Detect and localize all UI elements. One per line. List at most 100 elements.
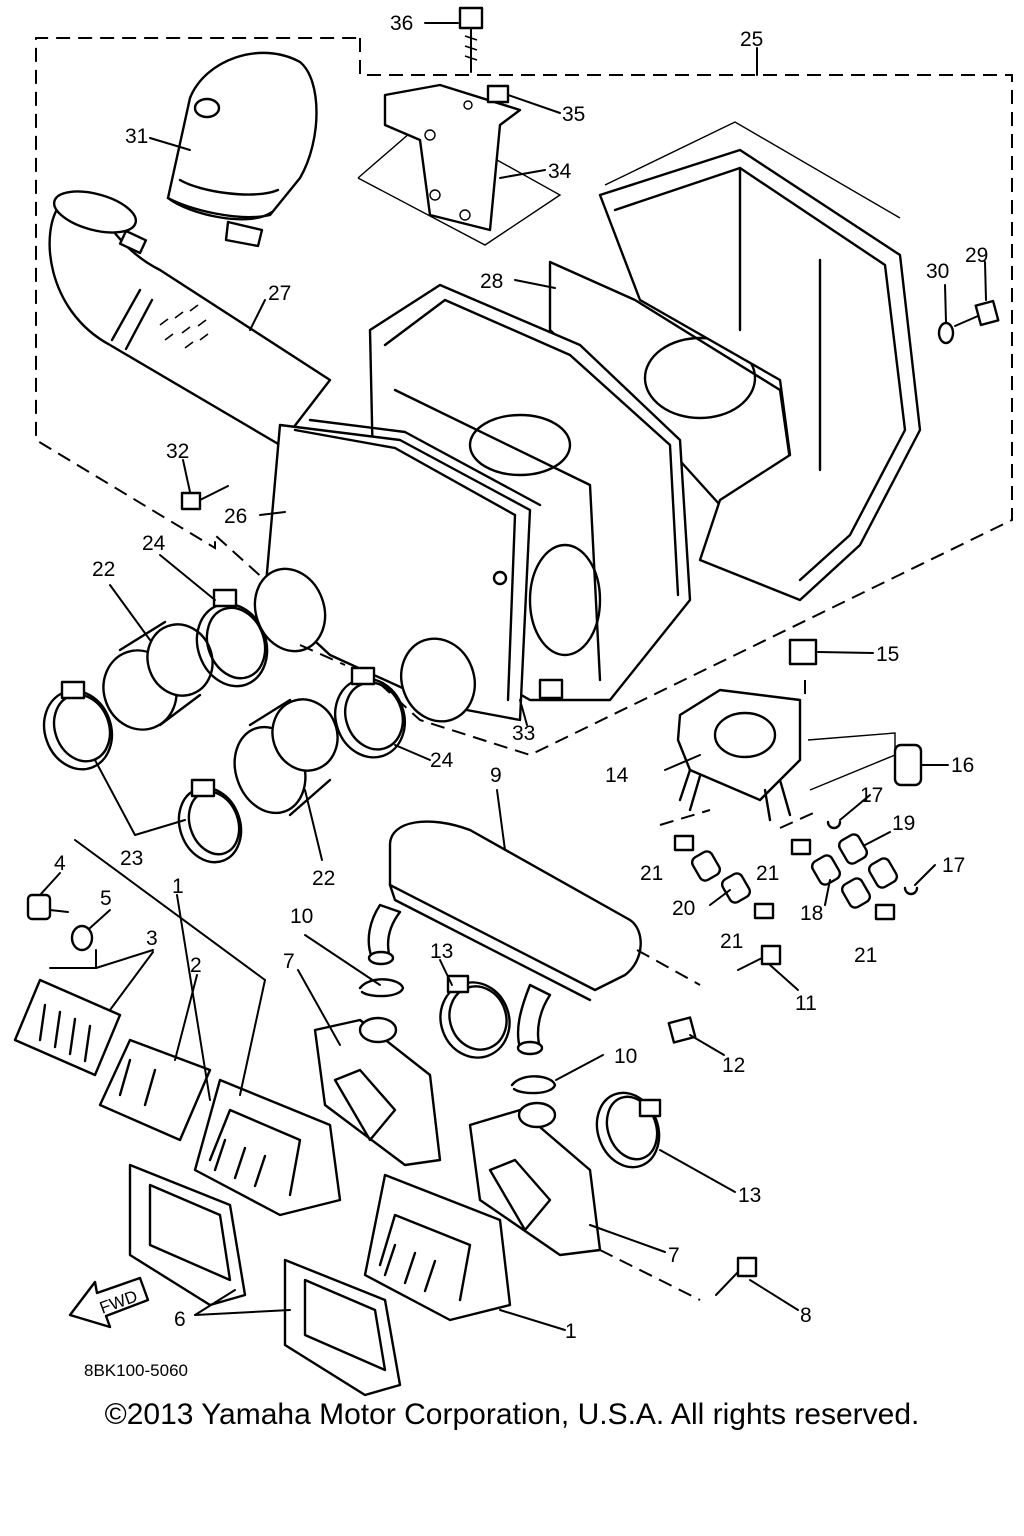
callout-17-upper: 17 [860,784,883,807]
callout-11: 11 [795,992,817,1015]
callout-34: 34 [548,160,572,183]
part-9-intake-silencer [367,820,642,1056]
callout-13-upper: 13 [430,940,453,963]
callout-13-lower: 13 [738,1184,761,1207]
callout-14: 14 [605,764,629,787]
part-16-filter [893,743,923,787]
callout-23: 23 [120,847,143,870]
fwd-arrow-icon: FWD [68,1276,150,1329]
airbox-outlet-left [253,567,327,653]
subassembly-boundary-34 [357,119,562,246]
part-35-nut [486,84,510,104]
part-31-elbow-duct [166,51,318,248]
part-19-hose [837,833,899,889]
part-15-cap-nut [788,638,818,666]
callout-17-right: 17 [942,854,965,877]
callout-26: 26 [224,505,247,528]
part-13-clamp-lower [595,1091,662,1169]
part-33-fitting [538,678,564,700]
callout-7-upper: 7 [283,950,295,973]
callout-12: 12 [722,1054,745,1077]
part-34-bracket [383,83,522,232]
callout-16: 16 [951,754,974,777]
part-21-clips [673,834,896,921]
callout-21-a: 21 [640,862,663,885]
callout-21-c: 21 [720,930,743,953]
airbox-outlet-right [400,637,476,723]
part-13-clamp-upper [439,974,511,1059]
callout-21-d: 21 [854,944,877,967]
callout-15: 15 [876,643,899,666]
callout-28: 28 [480,270,503,293]
callout-19: 19 [892,812,915,835]
part-3-reed-stopper [13,978,122,1077]
callout-7-lower: 7 [668,1244,680,1267]
part-27-intake-tube [48,190,332,447]
callout-32: 32 [166,440,189,463]
callout-5: 5 [100,887,112,910]
part-11-bolt [737,944,782,971]
callout-6: 6 [174,1308,186,1331]
part-17-clip-upper [826,820,842,830]
callout-35: 35 [562,103,585,126]
callout-1-lower: 1 [565,1320,577,1343]
part-8-bolt [715,1256,758,1296]
part-14-valve-assembly [676,688,802,822]
part-32-bolt [180,485,229,511]
assembly-boundary-25 [35,37,1013,757]
callout-10-lower: 10 [614,1045,637,1068]
part-10-clip-upper [358,978,405,998]
subassembly-boundary-14 [807,732,896,791]
leader-lines [39,22,987,1331]
part-18-hose [810,854,872,909]
part-2-reed [98,1038,212,1142]
callout-8: 8 [800,1304,812,1327]
part-1-reed-valve-lower [363,1173,512,1322]
copyright-notice: ©2013 Yamaha Motor Corporation, U.S.A. A… [104,1398,920,1431]
callout-27: 27 [268,282,291,305]
part-17-clip-right [903,886,919,896]
callout-9: 9 [490,764,502,787]
part-6-gasket-lower [283,1258,402,1397]
alignment-lines [299,644,821,1301]
part-22-carb-joint-lower [233,698,339,817]
callout-22-lower: 22 [312,867,335,890]
part-1-reed-valve-upper [193,1078,342,1217]
part-5-washer [70,924,94,952]
callout-33: 33 [512,722,535,745]
part-30-washer [937,321,955,345]
callout-36: 36 [390,12,413,35]
callout-20: 20 [672,897,695,920]
part-22-carb-joint-upper [102,620,214,731]
callout-24-lower: 24 [430,749,454,772]
callout-10-upper: 10 [290,905,313,928]
part-20-hose [690,850,752,904]
drawing-code: 8BK100-5060 [84,1361,188,1380]
part-4-screw [26,893,69,921]
callout-4: 4 [54,852,66,875]
callout-3: 3 [146,927,158,950]
callout-18: 18 [800,902,823,925]
part-10-clip-lower [510,1075,557,1095]
airbox-cover [598,148,922,602]
callout-31: 31 [125,125,148,148]
callout-21-b: 21 [756,862,779,885]
part-23-clamp-lower [177,778,243,864]
callout-labels: 36 25 35 34 31 27 28 30 29 32 26 24 22 3… [54,12,988,1343]
part-36-bolt [458,6,484,73]
part-12-nut [667,1016,697,1044]
callout-22-upper: 22 [92,558,115,581]
part-6-gasket-upper [128,1163,247,1307]
callout-25: 25 [740,28,763,51]
part-23-clamp-left [42,680,114,771]
part-7-flange-upper [313,1016,442,1167]
subassembly-boundary-28 [604,121,901,219]
callout-1-upper: 1 [172,875,184,898]
callout-24-upper: 24 [142,532,166,555]
part-29-bolt [954,299,1000,327]
callout-29: 29 [965,244,988,267]
part-24-clamp-right [334,666,406,759]
callout-30: 30 [926,260,949,283]
callout-2: 2 [190,954,202,977]
